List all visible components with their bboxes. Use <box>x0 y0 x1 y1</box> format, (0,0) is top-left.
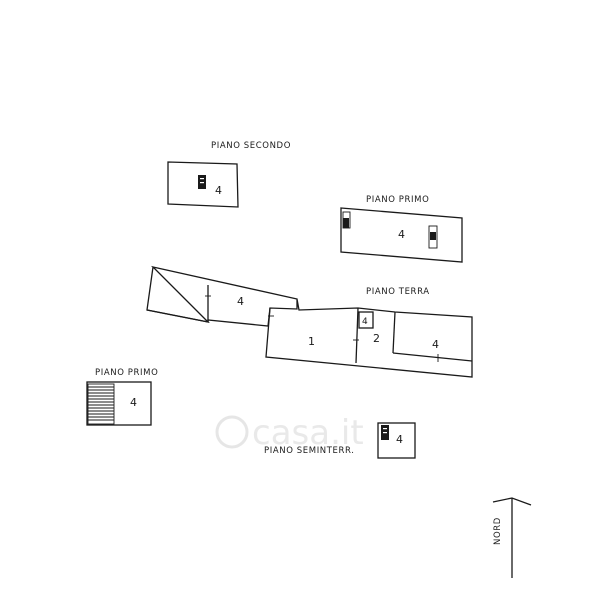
piano-secondo-room-number: 4 <box>215 184 222 197</box>
piano-primo-left-room-number: 4 <box>130 396 137 409</box>
piano-seminterr-label: PIANO SEMINTERR. <box>264 446 355 456</box>
piano-primo-left: PIANO PRIMO 4 <box>86 368 158 426</box>
piano-terra-outline <box>146 265 473 378</box>
piano-primo-right-room-number: 4 <box>398 228 405 241</box>
piano-terra-wall <box>392 352 473 362</box>
piano-primo-right-outline <box>340 207 463 263</box>
stair-step-icon <box>383 432 387 434</box>
piano-primo-right: PIANO PRIMO 4 <box>340 195 463 263</box>
piano-terra: PIANO TERRA 4 1 4 2 4 <box>146 265 473 378</box>
stair-hatch-lines <box>88 386 114 421</box>
stair-box <box>358 311 374 329</box>
north-arrow: NORD <box>492 497 532 578</box>
piano-secondo: PIANO SECONDO 4 <box>167 141 291 208</box>
piano-terra-label: PIANO TERRA <box>366 287 430 297</box>
piano-terra-room-2-number: 2 <box>373 332 380 345</box>
piano-seminterr-outline <box>377 422 416 459</box>
piano-terra-room-1-number: 1 <box>308 335 315 348</box>
stair-step-icon <box>200 182 204 184</box>
stair-icon <box>428 225 438 249</box>
watermark: casa.it <box>215 413 364 453</box>
piano-primo-right-label: PIANO PRIMO <box>366 195 429 205</box>
piano-seminterr-room-number: 4 <box>396 433 403 446</box>
piano-terra-room-left-number: 4 <box>237 295 244 308</box>
piano-terra-wall <box>392 311 396 354</box>
piano-seminterr: 4 PIANO SEMINTERR. <box>264 422 416 459</box>
piano-terra-room-stair-number: 4 <box>362 317 368 327</box>
piano-terra-room-right-number: 4 <box>432 338 439 351</box>
piano-primo-left-outline <box>86 381 152 426</box>
stair-fill-icon <box>343 218 349 228</box>
stair-hatch-icon <box>87 383 115 425</box>
piano-primo-left-label: PIANO PRIMO <box>95 368 158 378</box>
watermark-text: casa.it <box>252 413 364 453</box>
stair-fill-icon <box>430 232 436 240</box>
piano-secondo-outline <box>167 161 239 208</box>
north-arrow-label: NORD <box>493 517 503 545</box>
stair-step-icon <box>200 178 204 180</box>
piano-terra-wall <box>355 307 359 364</box>
watermark-logo-icon <box>215 415 249 449</box>
stair-step-icon <box>383 428 387 430</box>
piano-secondo-label: PIANO SECONDO <box>211 141 291 151</box>
